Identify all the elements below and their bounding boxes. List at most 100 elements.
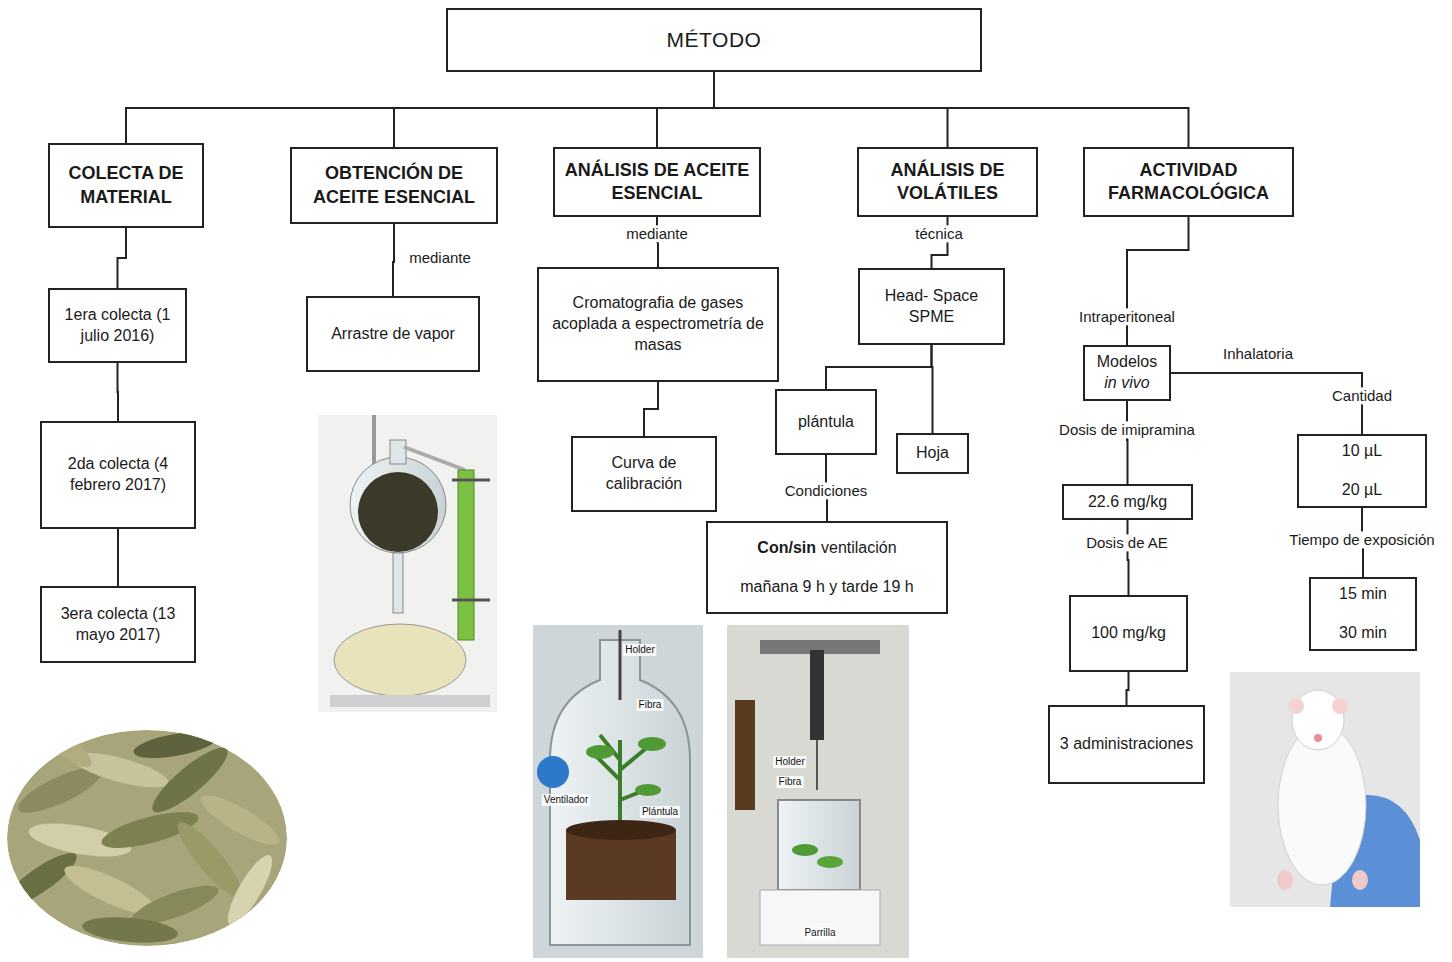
box-text: mañana 9 h y tarde 19 h <box>740 577 913 598</box>
distillation-photo-part <box>390 440 406 464</box>
process-box: Hoja <box>896 433 969 474</box>
process-box: Curva de calibración <box>571 436 717 512</box>
box-content: Hoja <box>916 443 949 464</box>
photo-label: Holder <box>623 644 656 656</box>
leaf-vial-photo-part <box>760 890 880 945</box>
category-box: ACTIVIDAD FARMACOLÓGICA <box>1083 147 1294 217</box>
connector-line <box>644 382 658 436</box>
edge-label: Condiciones <box>783 482 870 499</box>
plant-chamber-photo-part <box>635 784 661 796</box>
edge-label: mediante <box>407 249 473 266</box>
leaves-photo-part <box>22 706 97 774</box>
box-content: 3era colecta (13 mayo 2017) <box>48 604 188 646</box>
box-text: 22.6 mg/kg <box>1088 492 1167 513</box>
edge-label: Tiempo de exposición <box>1287 531 1436 548</box>
connector-line <box>932 345 933 433</box>
connector-line <box>1128 520 1129 595</box>
process-box: 2da colecta (4 febrero 2017) <box>40 421 196 529</box>
box-content: 1era colecta (1 julio 2016) <box>56 305 179 347</box>
plant-chamber-photo-part <box>586 745 614 759</box>
distillation-photo-part <box>350 457 446 553</box>
photo-label: Holder <box>773 756 806 768</box>
photo-label: Fibra <box>637 699 664 711</box>
box-text: 15 min <box>1339 584 1387 605</box>
leaves-photo <box>0 706 287 946</box>
edge-label: técnica <box>913 225 965 242</box>
box-content: Con/sinventilaciónmañana 9 h y tarde 19 … <box>740 538 913 598</box>
connector-line <box>714 72 948 147</box>
leaf-vial-photo <box>727 625 909 958</box>
box-content: MÉTODO <box>667 28 762 52</box>
plant-chamber-photo-part <box>537 756 569 788</box>
box-text: OBTENCIÓN DE ACEITE ESENCIAL <box>298 162 490 209</box>
box-content: ANÁLISIS DE VOLÁTILES <box>865 159 1030 206</box>
box-content: ANÁLISIS DE ACEITE ESENCIAL <box>561 159 753 206</box>
mouse-photo-part <box>1314 734 1322 742</box>
distillation-photo-part <box>452 479 490 482</box>
plant-chamber-photo <box>533 625 703 958</box>
box-text: 3era colecta (13 mayo 2017) <box>48 604 188 646</box>
box-text: 1era colecta (1 julio 2016) <box>56 305 179 347</box>
distillation-photo-part <box>404 447 465 470</box>
category-box: OBTENCIÓN DE ACEITE ESENCIAL <box>290 147 498 224</box>
mouse-photo-part <box>1277 870 1293 890</box>
connector-line <box>1126 401 1129 484</box>
process-box: 3 administraciones <box>1048 705 1205 784</box>
mouse-photo-part <box>1288 698 1304 714</box>
box-text: ANÁLISIS DE VOLÁTILES <box>865 159 1030 206</box>
box-text: ventilación <box>821 539 897 556</box>
box-text: COLECTA DE MATERIAL <box>56 162 196 209</box>
connector-line <box>826 345 932 389</box>
plant-chamber-photo-part <box>566 830 676 900</box>
box-text: 3 administraciones <box>1060 734 1193 755</box>
photo-label: Ventilador <box>542 794 590 806</box>
leaf-vial-photo-part <box>727 625 909 958</box>
leaves-photo-part <box>7 730 287 946</box>
box-content: 100 mg/kg <box>1091 623 1166 644</box>
distillation-photo-part <box>393 553 403 613</box>
label-text: Cantidad <box>1330 387 1394 404</box>
box-text: Modelos <box>1097 352 1157 373</box>
leaf-vial-photo-part <box>817 856 843 868</box>
box-content: COLECTA DE MATERIAL <box>56 162 196 209</box>
box-content: Modelosin vivo <box>1097 352 1157 394</box>
box-text: 2da colecta (4 febrero 2017) <box>48 454 188 496</box>
box-content: 10 µL20 µL <box>1342 441 1382 501</box>
category-box: COLECTA DE MATERIAL <box>48 143 204 228</box>
box-text: plántula <box>798 412 854 433</box>
leaves-photo-part <box>81 914 179 946</box>
distillation-photo-part <box>358 472 438 552</box>
process-box: Modelosin vivo <box>1083 345 1171 401</box>
box-text: 30 min <box>1339 623 1387 644</box>
box-text: Head- Space SPME <box>866 286 997 328</box>
box-content: 22.6 mg/kg <box>1088 492 1167 513</box>
photo-label: Parrilla <box>802 927 837 939</box>
category-box: ANÁLISIS DE VOLÁTILES <box>857 147 1038 217</box>
leaf-vial-photo-part <box>816 740 818 790</box>
mouse-photo-part <box>1230 672 1420 907</box>
box-content: plántula <box>798 412 854 433</box>
leaves-photo-part <box>220 850 279 930</box>
distillation-photo-part <box>334 624 466 696</box>
box-content: OBTENCIÓN DE ACEITE ESENCIAL <box>298 162 490 209</box>
process-box: 100 mg/kg <box>1069 595 1188 672</box>
box-text: Cromatografia de gases acoplada a espect… <box>545 293 771 355</box>
distillation-photo-part <box>452 599 490 602</box>
edge-label: Intraperitoneal <box>1077 308 1177 325</box>
process-box: 3era colecta (13 mayo 2017) <box>40 586 196 663</box>
mouse-photo-part <box>1352 870 1368 890</box>
plant-chamber-photo-part <box>638 737 666 751</box>
connector-line <box>393 224 394 296</box>
box-content: Curva de calibración <box>579 453 709 495</box>
category-box: ANÁLISIS DE ACEITE ESENCIAL <box>553 147 761 217</box>
connector-line <box>118 228 127 288</box>
box-text: Curva de calibración <box>579 453 709 495</box>
photo-label: Plántula <box>640 806 680 818</box>
plant-chamber-photo-part <box>619 630 622 700</box>
mouse-photo <box>1230 672 1420 907</box>
connector-line <box>117 363 120 421</box>
distillation-photo-part <box>458 470 474 640</box>
process-box: Head- Space SPME <box>858 268 1005 345</box>
connector-line <box>394 72 714 147</box>
